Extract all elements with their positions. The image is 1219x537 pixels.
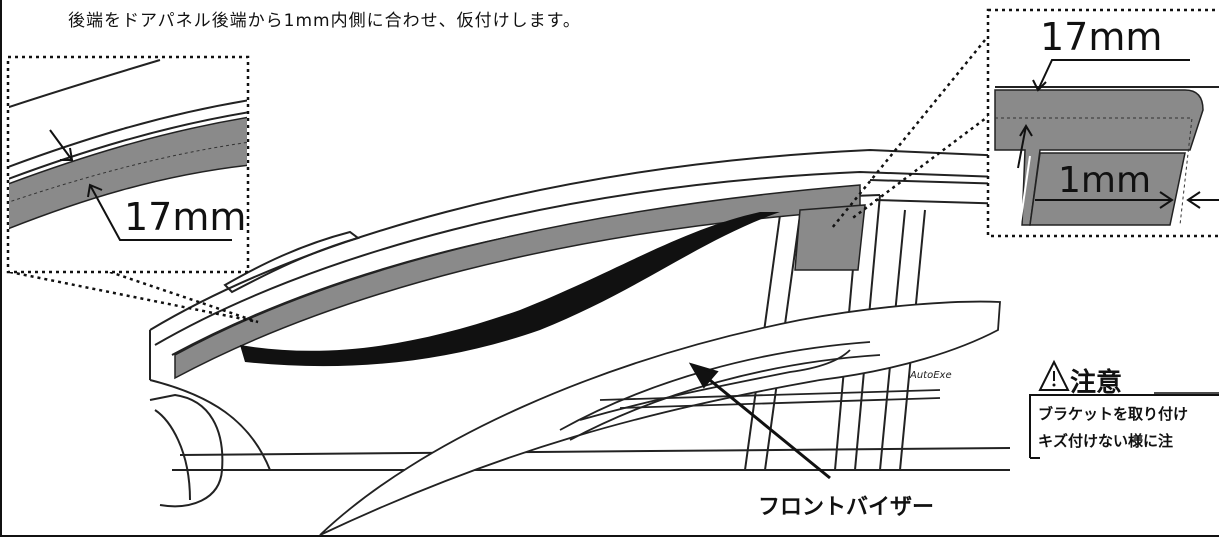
double-sided-tape — [240, 212, 780, 367]
right-dimension-offset-label: 1mm — [1058, 160, 1152, 201]
front-visor-label: フロントバイザー — [758, 495, 935, 520]
left-inset — [6, 55, 250, 274]
callout-arrow — [688, 362, 831, 480]
right-dimension-top-label: 17mm — [1040, 15, 1163, 59]
caution-text-line-1: ブラケットを取り付け — [1038, 405, 1189, 423]
left-dimension-label: 17mm — [124, 195, 247, 239]
instruction-text: 後端をドアパネル後端から1mm内側に合わせ、仮付けします。 — [68, 11, 581, 31]
leader-lines — [9, 39, 991, 324]
right-inset — [986, 8, 1219, 238]
caution-title: 注意 — [1070, 368, 1123, 398]
warning-icon — [1038, 359, 1070, 391]
caution-box — [1029, 392, 1219, 459]
visor-logo: AutoExe — [909, 370, 952, 381]
caution-text-line-2: キズ付けない様に注 — [1038, 432, 1174, 450]
visor-rear-piece — [794, 204, 866, 271]
